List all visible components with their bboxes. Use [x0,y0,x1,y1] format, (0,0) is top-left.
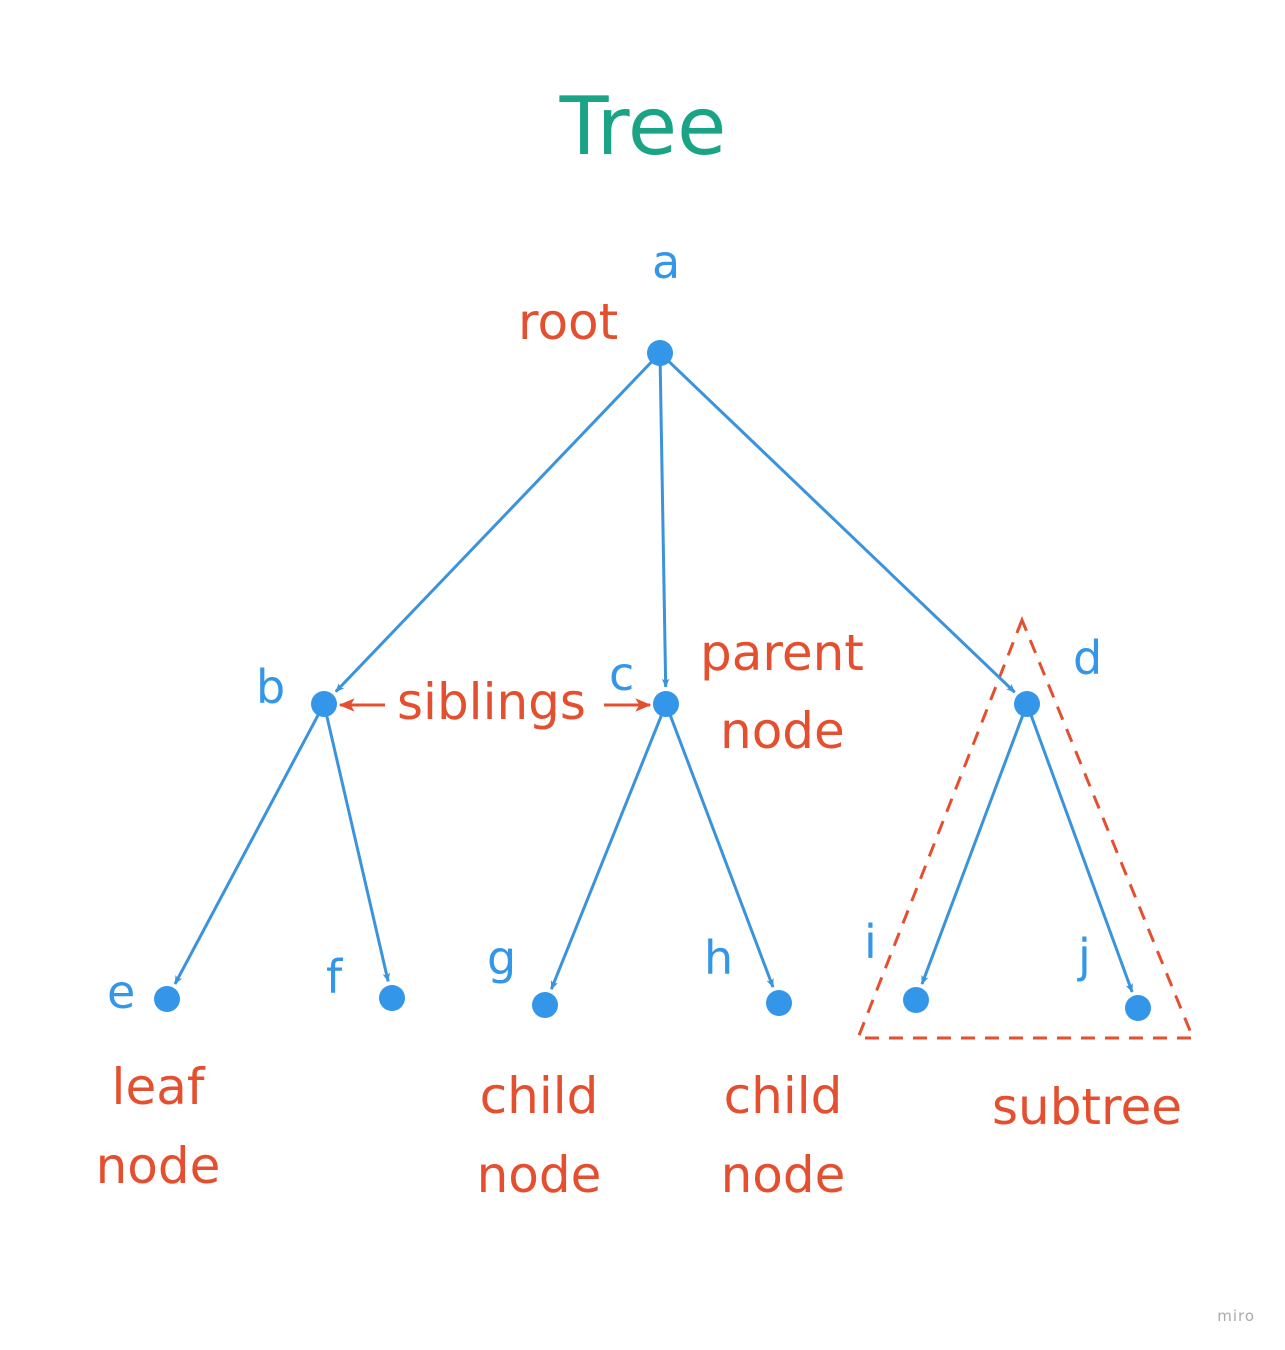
miro-watermark: miro [1217,1307,1255,1325]
edge-b-f [325,714,390,983]
child-node-h-annotation-line1: child [724,1067,843,1125]
edge-c-h [668,713,775,988]
node-label-h: h [704,931,733,985]
node-f [379,985,405,1011]
edge-d-j [1029,713,1134,993]
child-node-g-annotation-line1: child [480,1067,599,1125]
node-j [1125,995,1151,1021]
edge-a-c [658,363,670,688]
node-label-g: g [487,931,516,985]
node-label-c: c [609,647,634,701]
leaf-node-annotation-line1: leaf [112,1058,206,1116]
node-label-a: a [652,235,680,289]
node-c [653,691,679,717]
node-i [903,987,929,1013]
node-h [766,990,792,1016]
subtree-outline [855,615,1196,1040]
subtree-annotation: subtree [992,1078,1182,1136]
node-e [154,986,180,1012]
edge-a-d [666,359,1016,694]
root-annotation: root [518,293,618,351]
node-labels: a b c d e f g h i j [107,235,1102,1019]
node-a [647,340,673,366]
tree-nodes [154,340,1151,1021]
siblings-annotation: siblings [397,673,586,731]
diagram-title: Tree [559,80,727,173]
node-g [532,992,558,1018]
node-label-b: b [256,660,285,714]
node-d [1014,691,1040,717]
node-label-j: j [1077,929,1091,983]
leaf-node-annotation-line2: node [96,1137,221,1195]
edge-b-e [173,713,321,985]
tree-edges [173,359,1134,993]
edge-a-b [334,359,654,693]
node-label-e: e [107,965,135,1019]
child-node-h-annotation-line2: node [721,1146,846,1204]
parent-node-annotation-line2: node [720,702,845,760]
annotations: root siblings parent node leaf node chil… [96,293,1182,1204]
node-b [311,691,337,717]
node-label-d: d [1073,631,1102,685]
node-label-i: i [864,915,877,969]
parent-node-annotation-line1: parent [700,624,864,682]
edge-d-i [920,713,1025,985]
edge-c-g [549,713,664,990]
node-label-f: f [326,950,344,1004]
child-node-g-annotation-line2: node [477,1146,602,1204]
